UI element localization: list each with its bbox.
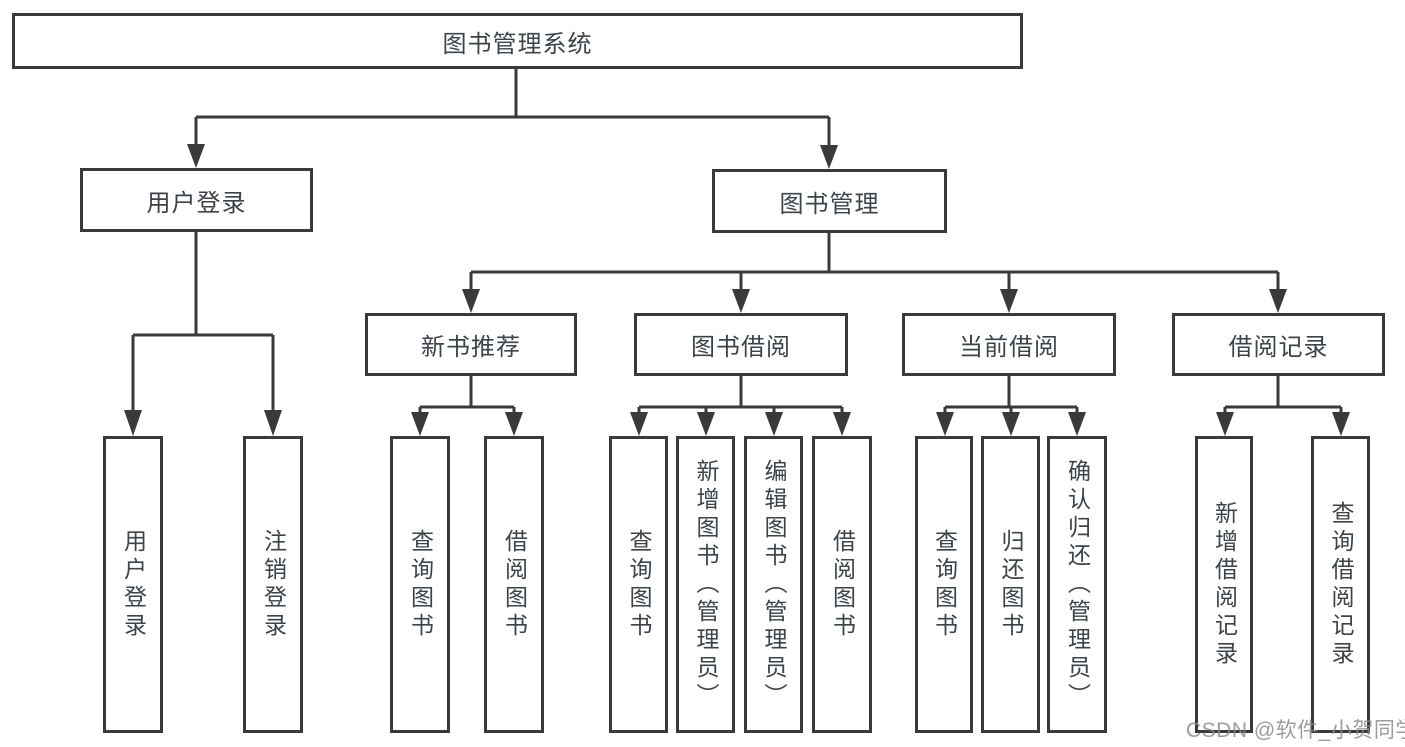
connector-user-login [131,232,275,412]
arrowhead [1332,412,1350,436]
leaf-edit-books-admin: 编辑图书（管理员） [744,436,803,733]
arrowhead [820,145,838,169]
connector-borrowing-records [1223,376,1343,413]
leaf-query-books-current: 查询图书 [915,436,973,733]
leaf-query-books-recommend: 查询图书 [390,436,450,733]
leaf-query-books-borrowing: 查询图书 [609,436,668,733]
leaf-borrow-books-recommend: 借阅图书 [484,436,544,733]
leaf-add-borrow-record: 新增借阅记录 [1195,436,1253,733]
node-book-management: 图书管理 [712,169,947,233]
arrowhead [124,410,142,436]
arrowhead [187,144,205,168]
arrowhead [505,412,523,436]
leaf-user-login: 用户登录 [103,436,163,733]
connector-root [194,69,831,147]
arrowhead [1000,289,1018,313]
leaf-return-books: 归还图书 [981,436,1040,733]
arrowhead [833,412,851,436]
leaf-logout-login: 注销登录 [243,436,303,733]
node-user-login: 用户登录 [80,168,313,232]
node-root-library-management-system: 图书管理系统 [12,13,1023,69]
leaf-borrow-books: 借阅图书 [812,436,872,733]
connector-book-management [469,233,1280,291]
arrowhead [264,410,282,436]
leaf-query-borrow-record: 查询借阅记录 [1311,436,1370,733]
arrowhead [1068,412,1086,436]
leaf-confirm-return-admin: 确认归还（管理员） [1047,436,1107,733]
csdn-watermark: CSDN @软件_小贺同学 [1186,719,1405,742]
arrowhead [462,289,480,313]
node-new-book-recommend: 新书推荐 [365,313,577,376]
leaf-add-books-admin: 新增图书（管理员） [676,436,735,733]
node-current-borrowing: 当前借阅 [902,313,1116,376]
arrowhead [411,412,429,436]
node-book-borrowing: 图书借阅 [634,313,848,376]
connector-book-borrowing [637,376,844,413]
arrowhead [1002,412,1020,436]
arrowhead [732,289,750,313]
connector-new-book-recommend [418,376,516,413]
arrowhead [1269,289,1287,313]
arrowhead [630,412,648,436]
connector-current-borrowing [943,376,1079,413]
arrowhead [1216,412,1234,436]
arrowheads [124,144,1350,436]
node-borrowing-records: 借阅记录 [1172,313,1385,376]
arrowhead [697,412,715,436]
arrowhead [765,412,783,436]
arrowhead [936,412,954,436]
